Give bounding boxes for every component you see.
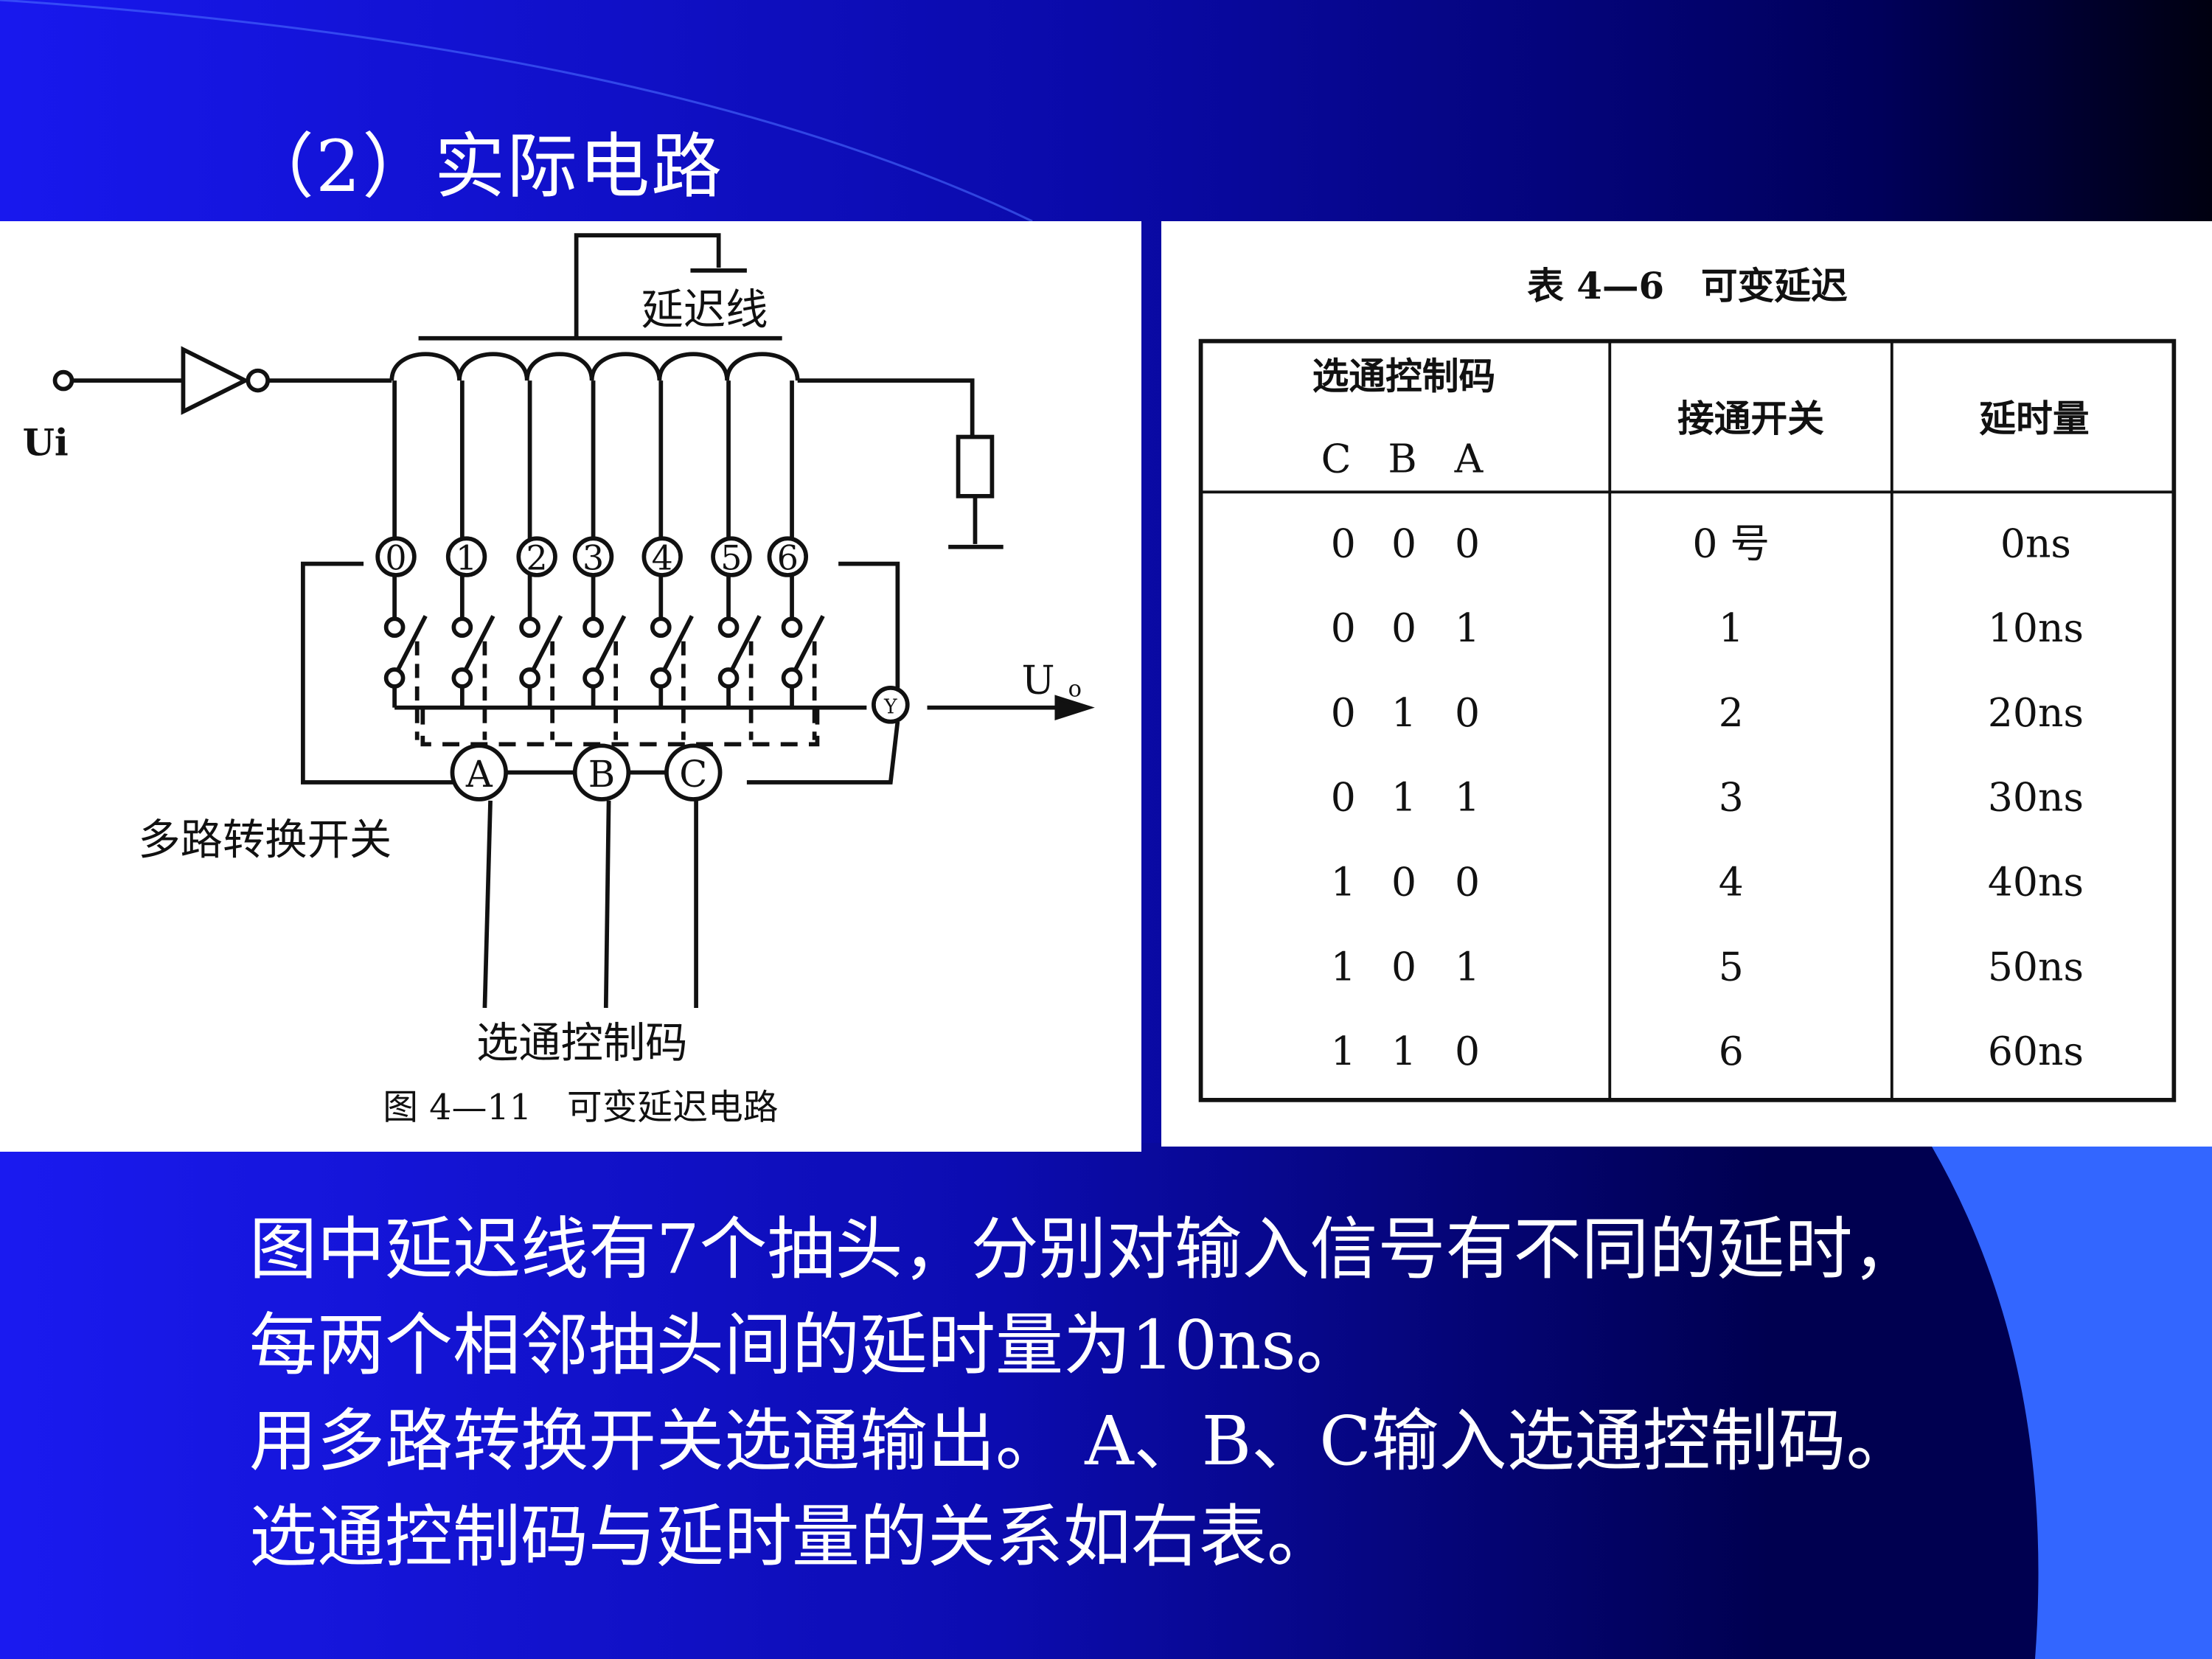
cell-c: 0	[1331, 774, 1356, 821]
selector-a: A	[450, 743, 508, 801]
cell-switch: 4	[1719, 858, 1744, 905]
cell-c: 0	[1331, 605, 1356, 651]
cell-delay: 0ns	[2000, 520, 2071, 566]
cell-b: 1	[1391, 689, 1416, 736]
cell-c: 1	[1331, 943, 1356, 990]
cell-c: 0	[1331, 689, 1356, 736]
input-terminal	[52, 369, 74, 392]
cell-switch: 3	[1719, 774, 1744, 821]
cell-a: 1	[1455, 774, 1480, 821]
input-label: Ui	[23, 420, 69, 464]
figure-caption: 图 4—11 可变延迟电路	[383, 1088, 778, 1128]
tap-switch-5: 5	[711, 380, 762, 740]
output-subscript: o	[1068, 676, 1082, 702]
cell-a: 0	[1455, 520, 1480, 566]
cell-a: 0	[1455, 689, 1480, 736]
header-delay: 延时量	[1979, 397, 2089, 440]
control-code-label: 选通控制码	[476, 1018, 688, 1068]
selector-b: B	[572, 743, 631, 801]
tap-number: 0	[385, 538, 406, 577]
tap-switch-4: 4	[641, 380, 694, 740]
tap-number: 1	[456, 538, 477, 577]
body-line: 用多路转换开关选通输出。 A、B、C输入选通控制码。	[249, 1402, 1914, 1481]
selector-label: B	[588, 753, 616, 796]
cell-b: 0	[1391, 520, 1416, 566]
cell-delay: 10ns	[1988, 605, 2084, 651]
tap-switch-6: 6	[767, 380, 825, 740]
cell-c: 1	[1331, 858, 1356, 905]
slide-title: （2）实际电路	[243, 125, 724, 208]
cell-b: 1	[1391, 774, 1416, 821]
body-line: 图中延迟线有7个抽头，分别对输入信号有不同的延时，	[249, 1210, 1921, 1289]
cell-a: 1	[1455, 943, 1480, 990]
tap-number: 3	[582, 538, 604, 577]
tap-switch-1: 1	[445, 380, 495, 740]
cell-switch: 1	[1719, 605, 1744, 651]
tap-number: 2	[526, 538, 548, 577]
tap-switch-3: 3	[572, 380, 627, 740]
cell-c: 1	[1331, 1028, 1356, 1074]
selector-label: C	[679, 753, 707, 796]
delay-line-coil	[389, 352, 800, 381]
inverter-icon	[181, 346, 250, 415]
selector-c: C	[664, 743, 723, 801]
header-bit-b: B	[1388, 436, 1416, 482]
cell-switch: 6	[1719, 1028, 1744, 1074]
cell-c: 0	[1331, 520, 1356, 566]
cell-b: 0	[1391, 605, 1416, 651]
cell-a: 0	[1455, 1028, 1480, 1074]
cell-b: 0	[1391, 943, 1416, 990]
slide-body: 图中延迟线有7个抽头，分别对输入信号有不同的延时， 每两个相邻抽头间的延时量为1…	[249, 1202, 1921, 1585]
cell-delay: 30ns	[1988, 774, 2084, 821]
tap-number: 5	[720, 538, 742, 577]
header-bit-c: C	[1321, 436, 1352, 482]
resistor-icon	[956, 434, 995, 498]
cell-switch: 2	[1719, 689, 1744, 736]
selector-label: A	[465, 753, 493, 796]
table-caption: 表 4—6 可变延迟	[1527, 264, 1848, 307]
header-bit-a: A	[1454, 436, 1484, 482]
cell-a: 0	[1455, 858, 1480, 905]
body-line: 选通控制码与延时量的关系如右表。	[249, 1498, 1335, 1576]
output-label: U	[1022, 657, 1055, 703]
cell-delay: 20ns	[1988, 689, 2084, 736]
tap-switch-0: 0	[375, 380, 428, 740]
cell-delay: 40ns	[1988, 858, 2084, 905]
output-arrow-icon	[1054, 695, 1095, 720]
cell-delay: 50ns	[1988, 943, 2084, 990]
mux-label: 多路转换开关	[138, 815, 392, 865]
output-node-y	[872, 686, 910, 724]
body-line: 每两个相邻抽头间的延时量为10ns。	[249, 1306, 1364, 1385]
cell-delay: 60ns	[1988, 1028, 2084, 1074]
header-code: 选通控制码	[1312, 355, 1496, 398]
cell-switch: 0 号	[1692, 520, 1770, 566]
tap-number: 4	[652, 538, 673, 577]
tap-switch-2: 2	[516, 380, 563, 740]
cell-b: 0	[1391, 858, 1416, 905]
cell-b: 1	[1391, 1028, 1416, 1074]
cell-switch: 5	[1719, 943, 1744, 990]
header-switch: 接通开关	[1677, 397, 1824, 440]
delay-line-label: 延迟线	[641, 285, 768, 335]
tap-number: 6	[777, 538, 799, 577]
cell-a: 1	[1455, 605, 1480, 651]
output-node-label: Y	[883, 695, 897, 718]
